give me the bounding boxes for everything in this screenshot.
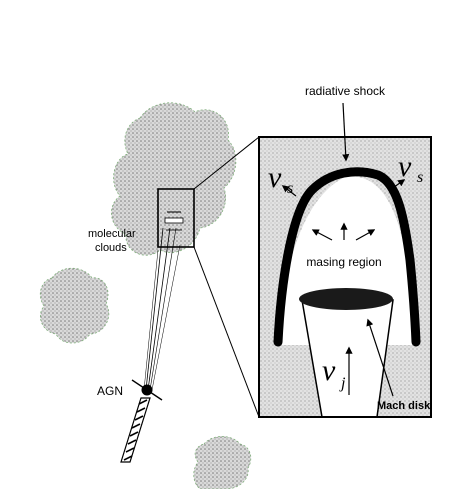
mach-disk-label: Mach disk xyxy=(377,400,431,412)
radiative-shock-front xyxy=(273,167,421,347)
shock-velocity-left-subscript: s xyxy=(287,180,293,197)
masing-region-label: masing region xyxy=(306,255,381,269)
jet-velocity-label: v xyxy=(322,354,336,387)
shock-velocity-right-label: v xyxy=(398,150,412,183)
zoom-box xyxy=(157,188,195,248)
jet xyxy=(143,227,181,391)
inset-arrows xyxy=(281,179,406,397)
counter-jet xyxy=(120,397,151,463)
radiative-shock-arrow xyxy=(342,102,350,162)
connector-top xyxy=(193,136,260,190)
molecular-cloud-large xyxy=(111,102,237,256)
connector-bottom xyxy=(193,246,260,418)
radiative-shock-label: radiative shock xyxy=(305,84,386,98)
agn-label: AGN xyxy=(97,384,123,398)
shock-velocity-right-subscript: s xyxy=(417,169,423,186)
mach-disk-ellipse xyxy=(299,288,393,310)
molecular-clouds-label-line2: clouds xyxy=(95,242,127,254)
shock-velocity-left-label: v xyxy=(268,161,282,194)
molecular-clouds-label-line1: molecular xyxy=(88,228,136,240)
molecular-cloud-medium xyxy=(39,267,110,344)
agn-core xyxy=(131,379,163,401)
jet-velocity-subscript: j xyxy=(339,375,346,392)
molecular-cloud-small xyxy=(193,436,252,489)
